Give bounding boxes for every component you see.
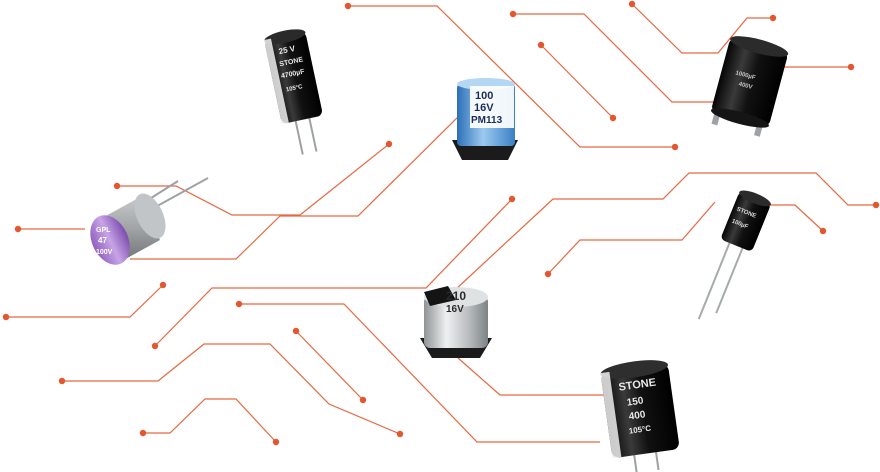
trace-node (537, 41, 545, 49)
capacitor-polymer-purple: GPL 47 100V (90, 177, 209, 265)
cap-label: GPL (96, 227, 111, 234)
cap-label: 150 (626, 395, 644, 408)
cap-label: 105°C (285, 84, 303, 93)
trace-16 (295, 330, 364, 401)
circuit-nodes (2, 0, 880, 446)
trace-node (344, 2, 352, 10)
trace-node (544, 270, 552, 278)
trace-node (151, 342, 159, 350)
cap-label: 105°C (628, 424, 652, 436)
trace-node (159, 281, 167, 289)
trace-node (769, 14, 777, 22)
trace-8 (130, 111, 464, 260)
trace-15 (239, 303, 600, 443)
trace-node (14, 225, 22, 233)
cap-label: 100V (96, 249, 113, 256)
circuit-traces (6, 3, 876, 443)
trace-6 (117, 143, 390, 216)
trace-node (847, 63, 855, 71)
trace-node (272, 438, 280, 446)
cap-label: STONE (618, 377, 657, 394)
trace-12 (760, 204, 824, 232)
cap-label: 400V (738, 82, 753, 91)
capacitor-snap-in-black: 1000µF 400V (710, 36, 789, 137)
trace-node (671, 143, 679, 151)
cap-label: 16V (446, 304, 464, 315)
trace-14 (62, 343, 401, 435)
trace-node (359, 396, 367, 404)
trace-node (819, 227, 827, 235)
cap-label: PM113 (471, 115, 503, 126)
trace-4 (540, 44, 614, 119)
capacitor-polymer-blue: 100 16V PM113 (452, 78, 518, 160)
cap-label: 210 (446, 289, 466, 303)
trace-node (235, 300, 243, 308)
capacitor-radial-black-top: 25 V STONE 4700µF 105°C (264, 29, 322, 155)
trace-node (113, 182, 121, 190)
trace-18 (457, 357, 608, 396)
trace-11 (547, 201, 716, 275)
trace-17 (143, 398, 277, 443)
capacitor-radial-stone-bottom: STONE 150 400 105°C (600, 360, 679, 472)
trace-1 (348, 5, 675, 148)
trace-10 (454, 172, 876, 291)
trace-node (872, 201, 880, 209)
trace-node (139, 429, 147, 437)
cap-label: 1000µF (735, 70, 757, 81)
cap-label: 47 (98, 236, 107, 245)
trace-node (396, 430, 404, 438)
trace-2 (513, 13, 715, 103)
trace-13 (6, 284, 164, 318)
trace-9 (154, 198, 513, 347)
trace-node (385, 140, 393, 148)
capacitor-smd-silver: 210 16V (420, 286, 492, 358)
capacitor-radial-black-right: STONE 100µF (697, 190, 771, 320)
trace-node (2, 313, 10, 321)
trace-node (58, 377, 66, 385)
cap-label: 400 (628, 409, 646, 422)
trace-node (509, 10, 517, 18)
trace-node (609, 114, 617, 122)
trace-node (628, 0, 636, 8)
trace-3 (631, 3, 773, 54)
cap-label: 16V (474, 102, 494, 114)
trace-node (508, 195, 516, 203)
cap-label: 25 V (278, 44, 297, 56)
cap-label: STONE (279, 56, 304, 68)
cap-label: 100 (475, 90, 493, 102)
trace-node (292, 327, 300, 335)
cap-label: 4700µF (280, 68, 306, 80)
